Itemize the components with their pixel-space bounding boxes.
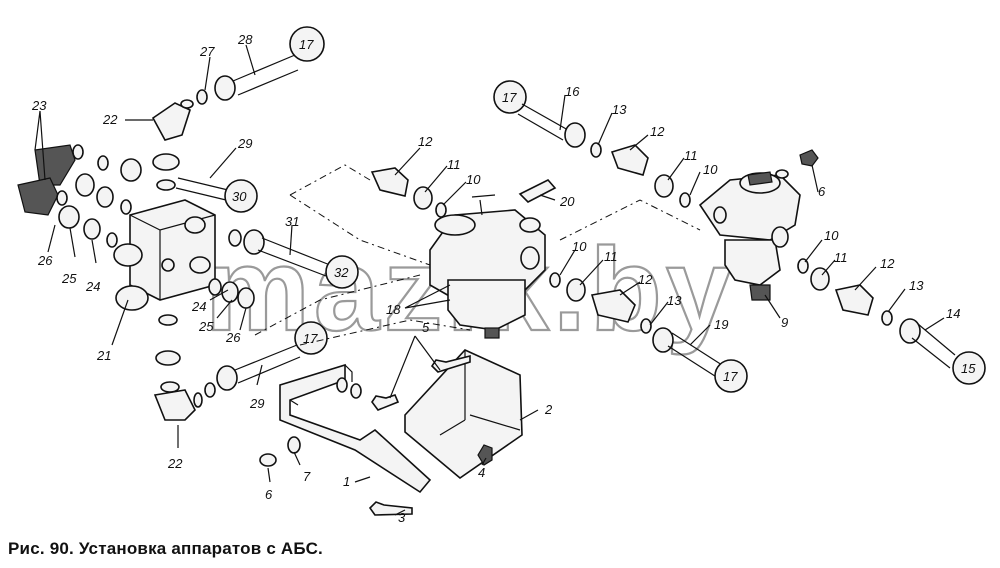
label-leaders: [34, 44, 945, 516]
circle-label-15: 15: [961, 361, 976, 376]
label-22-top: 22: [102, 112, 118, 127]
pipe-29-top: [175, 177, 258, 213]
pipe-28: [196, 26, 325, 105]
label-18: 18: [386, 302, 401, 317]
label-11-mid: 11: [604, 249, 618, 264]
leader-line: [299, 319, 471, 346]
label-14: 14: [946, 306, 960, 321]
valve-block-21: [113, 199, 216, 311]
bracket-2: [404, 349, 523, 480]
label-29-bottom: 29: [249, 396, 264, 411]
figure-caption: Рис. 90. Установка аппаратов с АБС.: [8, 539, 323, 558]
label-20: 20: [559, 194, 575, 209]
label-21: 21: [96, 348, 111, 363]
label-10-center: 10: [466, 172, 481, 187]
label-10-right: 10: [703, 162, 718, 177]
label-3: 3: [398, 510, 406, 525]
washers-nuts-left: [58, 153, 265, 366]
label-12-center: 12: [418, 134, 433, 149]
label-12-mid: 12: [638, 272, 653, 287]
label-6-right: 6: [818, 184, 826, 199]
valve-9: [698, 171, 801, 301]
part-labels: 23 22 27 28 29 31 26 25 24 21 24 25 26 2…: [31, 32, 976, 525]
leader-line: [559, 199, 701, 241]
label-9: 9: [781, 315, 788, 330]
label-23: 23: [31, 98, 47, 113]
label-7: 7: [303, 469, 311, 484]
label-12-right: 12: [650, 124, 665, 139]
circle-label-17-left: 17: [303, 331, 318, 346]
label-16: 16: [565, 84, 580, 99]
circle-label-17-right: 17: [502, 90, 517, 105]
label-31: 31: [285, 214, 299, 229]
leader-line: [254, 274, 421, 336]
bracket-1: [279, 363, 432, 494]
label-2: 2: [544, 402, 553, 417]
label-11-right: 11: [684, 148, 698, 163]
label-12-far: 12: [880, 256, 895, 271]
label-19: 19: [714, 317, 728, 332]
elbow-fitting-22-bottom: [153, 381, 216, 421]
pipe-31: [257, 237, 359, 289]
label-11-far: 11: [834, 250, 848, 265]
label-25-left: 25: [61, 271, 77, 286]
label-13-far: 13: [909, 278, 924, 293]
label-6-left: 6: [265, 487, 273, 502]
fittings-12-center: [370, 167, 557, 218]
label-4: 4: [478, 465, 485, 480]
circle-label-32: 32: [334, 265, 349, 280]
label-26-left: 26: [37, 253, 53, 268]
label-26-right: 26: [225, 330, 241, 345]
nut-6-right: [775, 149, 819, 179]
circle-label-17-top: 17: [299, 37, 314, 52]
label-5: 5: [422, 320, 430, 335]
label-24-left: 24: [85, 279, 100, 294]
leader-line: [289, 164, 371, 196]
label-29-top: 29: [237, 136, 252, 151]
pipe-16: [493, 80, 691, 208]
valve-18: [429, 194, 546, 339]
fittings-right-of-18: [549, 272, 748, 393]
label-13-mid: 13: [667, 293, 682, 308]
elbow-fitting-22-top: [151, 99, 194, 141]
label-22-bottom: 22: [167, 456, 183, 471]
pipe-29-bottom: [216, 321, 328, 391]
pipe-14: [797, 258, 986, 385]
label-10-mid: 10: [572, 239, 587, 254]
elbow-fitting-23: [17, 144, 84, 216]
label-24-right: 24: [191, 299, 206, 314]
label-13-top: 13: [612, 102, 627, 117]
label-27: 27: [199, 44, 215, 59]
circle-label-17-bottom: 17: [723, 369, 738, 384]
label-11-center: 11: [447, 157, 461, 172]
label-28: 28: [237, 32, 253, 47]
circle-label-30: 30: [232, 189, 247, 204]
label-25-right: 25: [198, 319, 214, 334]
label-10-far: 10: [824, 228, 839, 243]
label-1: 1: [343, 474, 350, 489]
